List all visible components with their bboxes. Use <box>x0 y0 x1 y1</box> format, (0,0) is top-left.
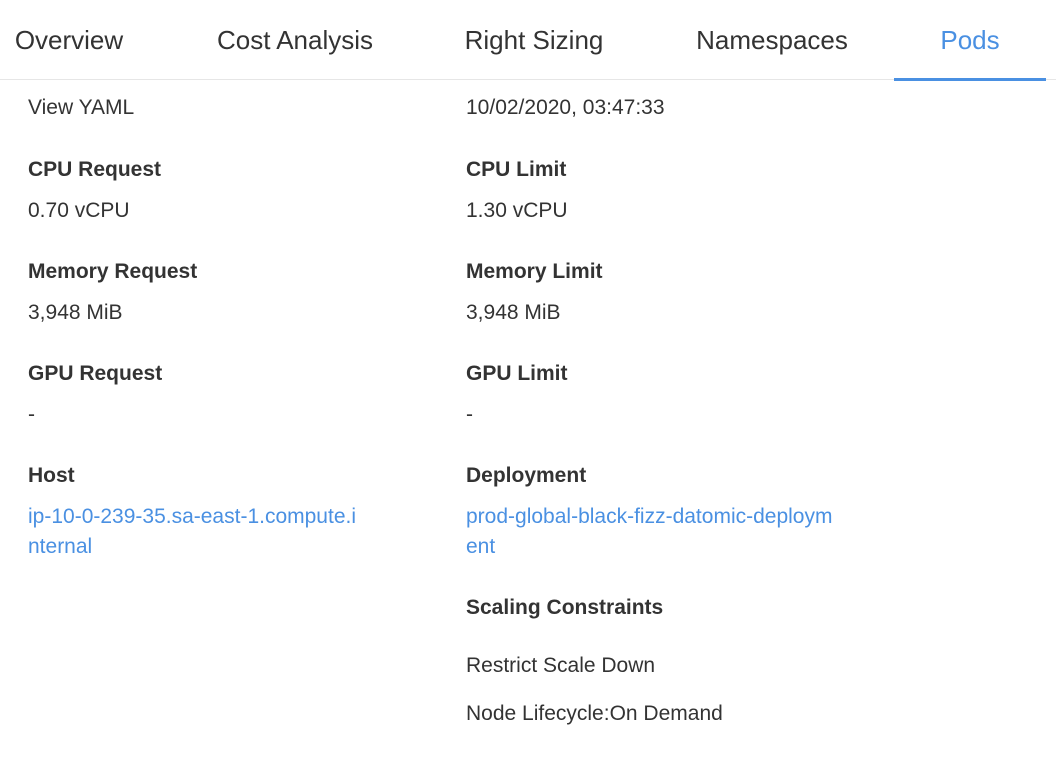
gpu-request-field: GPU Request - <box>28 362 162 430</box>
tab-pods-label: Pods <box>940 24 1000 55</box>
cpu-request-label: CPU Request <box>28 158 162 181</box>
cpu-limit-field: CPU Limit 1.30 vCPU <box>466 158 568 226</box>
timestamp: 10/02/2020, 03:47:33 <box>466 96 665 119</box>
cpu-limit-value: 1.30 vCPU <box>466 199 568 222</box>
tab-pods[interactable]: Pods <box>894 0 1046 81</box>
tab-cost-analysis-label: Cost Analysis <box>216 24 374 55</box>
tab-bar: Overview Cost Analysis Right Sizing Name… <box>0 0 1056 81</box>
tab-overview[interactable]: Overview <box>0 0 138 80</box>
cpu-request-value: 0.70 vCPU <box>28 199 130 222</box>
host-label: Host <box>28 464 75 487</box>
scaling-constraint-item: Restrict Scale Down <box>466 654 656 677</box>
gpu-limit-label: GPU Limit <box>466 362 568 385</box>
gpu-limit-value: - <box>466 403 473 426</box>
memory-limit-field: Memory Limit 3,948 MiB <box>466 260 603 328</box>
deployment-link[interactable]: prod-global-black-fizz-datomic-deploymen… <box>466 505 833 558</box>
cpu-request-field: CPU Request 0.70 vCPU <box>28 158 161 226</box>
host-link[interactable]: ip-10-0-239-35.sa-east-1.compute.interna… <box>28 505 357 558</box>
scaling-constraint-item: Node Lifecycle:On Demand <box>466 702 723 725</box>
memory-limit-value: 3,948 MiB <box>466 301 561 324</box>
cpu-limit-label: CPU Limit <box>466 158 567 181</box>
host-field: Host ip-10-0-239-35.sa-east-1.compute.in… <box>28 464 358 562</box>
tab-right-sizing-label: Right Sizing <box>464 24 604 55</box>
tab-overview-label: Overview <box>14 24 124 55</box>
view-yaml-link[interactable]: View YAML <box>28 96 135 119</box>
memory-limit-label: Memory Limit <box>466 260 603 283</box>
tab-namespaces[interactable]: Namespaces <box>680 0 864 80</box>
tab-right-sizing[interactable]: Right Sizing <box>448 0 620 80</box>
gpu-limit-field: GPU Limit - <box>466 362 568 430</box>
deployment-label: Deployment <box>466 464 587 487</box>
tab-cost-analysis[interactable]: Cost Analysis <box>200 0 390 80</box>
memory-request-label: Memory Request <box>28 260 198 283</box>
active-tab-indicator <box>894 78 1046 81</box>
deployment-field: Deployment prod-global-black-fizz-datomi… <box>466 464 844 562</box>
memory-request-value: 3,948 MiB <box>28 301 123 324</box>
tab-namespaces-label: Namespaces <box>696 24 848 55</box>
scaling-constraints-field: Scaling Constraints <box>466 596 663 620</box>
gpu-request-value: - <box>28 403 35 426</box>
scaling-constraints-label: Scaling Constraints <box>466 596 664 619</box>
memory-request-field: Memory Request 3,948 MiB <box>28 260 197 328</box>
gpu-request-label: GPU Request <box>28 362 163 385</box>
